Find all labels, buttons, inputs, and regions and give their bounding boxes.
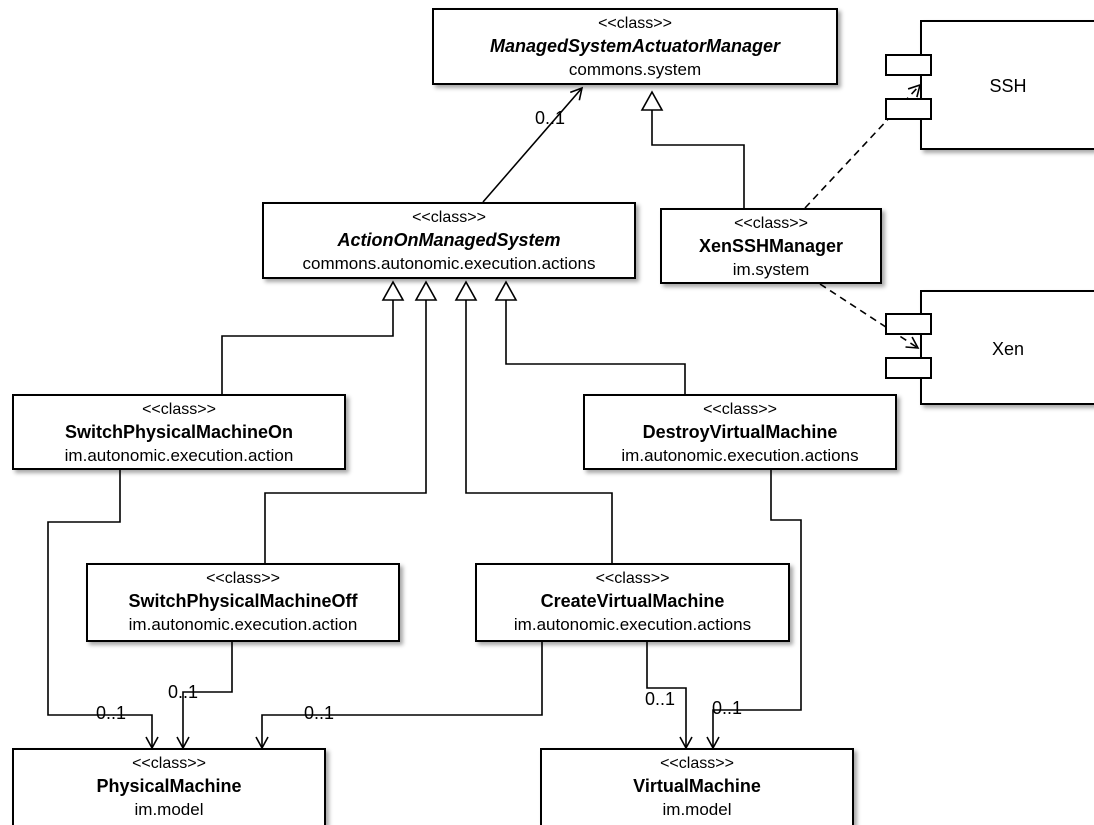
generalization-switch-on: [221, 300, 394, 394]
assoc-switch-on-to-pm: [47, 470, 159, 750]
class-xen-ssh-manager[interactable]: <<class>> XenSSHManager im.system: [660, 208, 882, 284]
class-name: VirtualMachine: [633, 776, 761, 796]
multiplicity-destroy-to-vm: 0..1: [712, 698, 743, 718]
class-name: SwitchPhysicalMachineOff: [128, 591, 358, 611]
class-name: DestroyVirtualMachine: [642, 422, 838, 442]
package-label: im.model: [134, 800, 204, 819]
inheritance-triangle-switch-off: [414, 280, 438, 301]
class-physical-machine[interactable]: <<class>> PhysicalMachine im.model: [12, 748, 326, 825]
package-label: im.autonomic.execution.action: [128, 615, 358, 634]
generalization-destroy: [505, 300, 686, 394]
class-name: SwitchPhysicalMachineOn: [64, 422, 294, 442]
inheritance-triangle-destroy: [494, 280, 518, 301]
ssh-port-top: [885, 54, 932, 76]
multiplicity-create-to-vm: 0..1: [645, 689, 676, 709]
assoc-create-to-pm: [255, 642, 543, 750]
class-name: PhysicalMachine: [96, 776, 242, 796]
package-label: im.autonomic.execution.action: [64, 446, 294, 465]
generalization-xen-to-manager: [651, 110, 745, 208]
class-destroy-virtual-machine[interactable]: <<class>> DestroyVirtualMachine im.auton…: [583, 394, 897, 470]
class-switch-physical-machine-on[interactable]: <<class>> SwitchPhysicalMachineOn im.aut…: [12, 394, 346, 470]
inheritance-triangle-switch-on: [381, 280, 405, 301]
class-action-on-managed-system[interactable]: <<class>> ActionOnManagedSystem commons.…: [262, 202, 636, 279]
class-managed-system-actuator-manager[interactable]: <<class>> ManagedSystemActuatorManager c…: [432, 8, 838, 85]
component-label: SSH: [989, 76, 1027, 96]
package-label: im.system: [732, 260, 810, 279]
package-label: im.autonomic.execution.actions: [513, 615, 752, 634]
package-label: im.model: [662, 800, 732, 819]
class-name: ActionOnManagedSystem: [337, 230, 561, 250]
stereotype-label: <<class>>: [660, 755, 734, 772]
assoc-action-to-manager: [482, 86, 584, 203]
generalization-switch-off: [264, 300, 427, 563]
component-xen[interactable]: Xen: [920, 290, 1094, 405]
assoc-destroy-to-vm: [706, 470, 802, 750]
class-create-virtual-machine[interactable]: <<class>> CreateVirtualMachine im.autono…: [475, 563, 790, 642]
class-name: ManagedSystemActuatorManager: [489, 36, 781, 56]
class-name: XenSSHManager: [698, 236, 844, 256]
assoc-create-to-vm: [646, 642, 693, 750]
package-label: commons.autonomic.execution.actions: [302, 254, 596, 273]
stereotype-label: <<class>>: [703, 401, 777, 418]
stereotype-label: <<class>>: [412, 209, 486, 226]
multiplicity-switch-off-to-pm: 0..1: [168, 682, 199, 702]
component-label: Xen: [991, 339, 1025, 359]
dependency-to-ssh: [804, 83, 922, 209]
stereotype-label: <<class>>: [132, 755, 206, 772]
stereotype-label: <<class>>: [142, 401, 216, 418]
dependency-to-xen: [819, 283, 920, 349]
stereotype-label: <<class>>: [734, 215, 808, 232]
generalization-create: [465, 300, 613, 563]
class-switch-physical-machine-off[interactable]: <<class>> SwitchPhysicalMachineOff im.au…: [86, 563, 400, 642]
multiplicity-create-to-pm: 0..1: [304, 703, 335, 723]
stereotype-label: <<class>>: [595, 570, 670, 587]
package-label: commons.system: [568, 60, 702, 79]
stereotype-label: <<class>>: [206, 570, 280, 587]
class-name: CreateVirtualMachine: [540, 591, 725, 611]
component-ssh[interactable]: SSH: [920, 20, 1094, 150]
xen-port-bottom: [885, 357, 932, 379]
class-virtual-machine[interactable]: <<class>> VirtualMachine im.model: [540, 748, 854, 825]
package-label: im.autonomic.execution.actions: [621, 446, 859, 465]
inheritance-triangle-create: [454, 280, 478, 301]
ssh-port-bottom: [885, 98, 932, 120]
stereotype-label: <<class>>: [598, 15, 672, 32]
assoc-switch-off-to-pm: [176, 642, 233, 750]
multiplicity-switch-on-to-pm: 0..1: [96, 703, 127, 723]
inheritance-triangle-manager: [640, 90, 664, 111]
multiplicity-action-to-manager: 0..1: [535, 108, 566, 128]
xen-port-top: [885, 313, 932, 335]
